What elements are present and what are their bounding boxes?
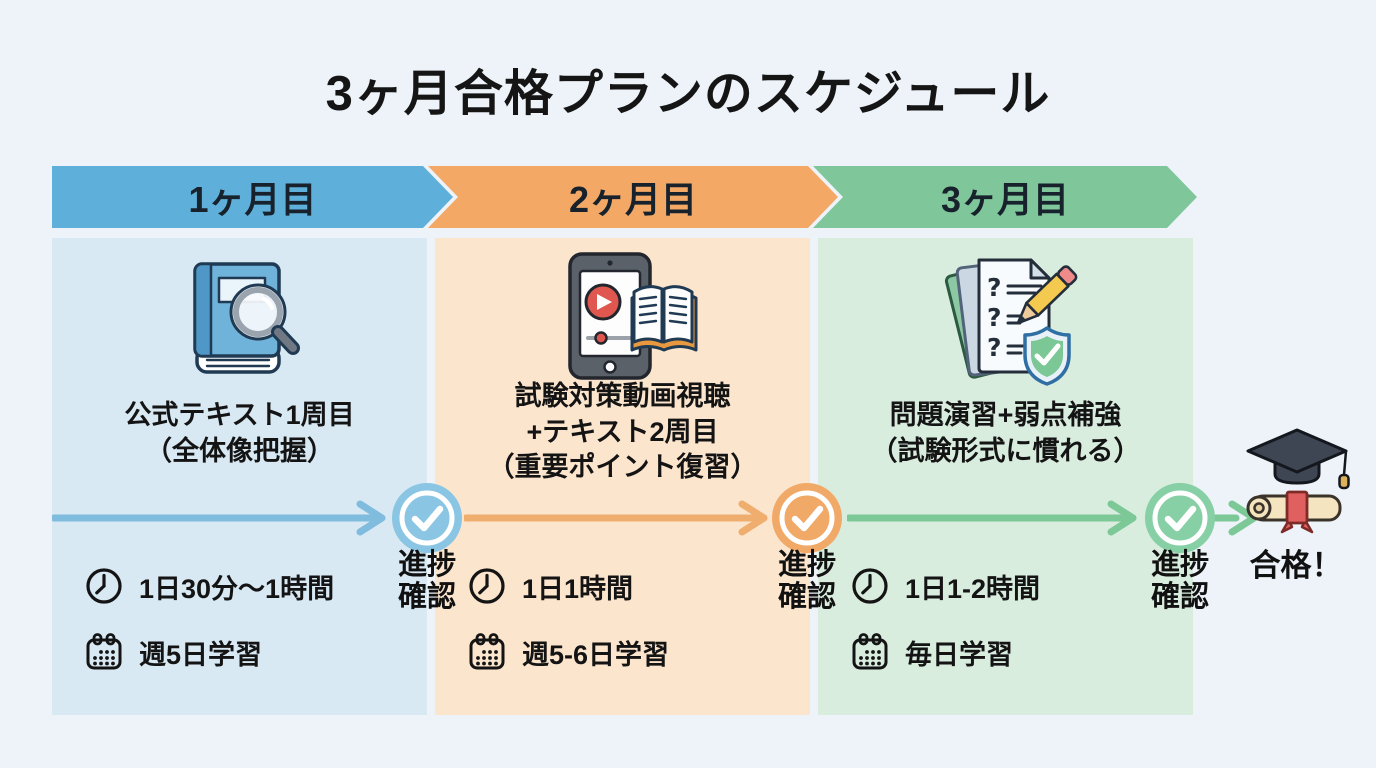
month3-study-frequency: 毎日学習 [850, 632, 1013, 672]
checkpoint2-badge [772, 483, 842, 553]
month2-timeline-arrow [464, 500, 768, 536]
clock-icon [84, 566, 124, 606]
checkpoint3-label: 進捗 確認 [1150, 549, 1209, 614]
goal-label: 合格！ [1249, 548, 1343, 583]
month3-daily-time: 1日1-2時間 [850, 566, 1040, 606]
checkpoint2-label: 進捗 確認 [777, 549, 836, 614]
calendar-icon [850, 632, 890, 672]
month3-header: 3ヶ月目 [813, 166, 1197, 228]
practice-papers-pencil-shield-icon: ? ? ? [818, 252, 1193, 388]
month2-description: 試験対策動画視聴 +テキスト2周目 （重要ポイント復習） [487, 381, 758, 483]
page-title: 3ヶ月合格プランのスケジュール [325, 67, 1051, 121]
textbook-magnifier-icon [52, 252, 427, 384]
month2-header: 2ヶ月目 [428, 166, 838, 228]
month1-header: 1ヶ月目 [52, 166, 453, 228]
svg-text:?: ? [987, 333, 1002, 362]
month1-description: 公式テキスト1周目 （全体像把握） [124, 400, 355, 466]
checkpoint1-badge [392, 483, 462, 553]
svg-text:?: ? [987, 303, 1002, 332]
month3-panel: ? ? ? [818, 238, 1193, 715]
calendar-icon [84, 632, 124, 672]
month3-timeline-arrow [847, 500, 1137, 536]
month1-study-frequency: 週5日学習 [84, 632, 262, 672]
month2-header-label: 2ヶ月目 [568, 179, 698, 220]
calendar-icon [467, 632, 507, 672]
month1-daily-time: 1日30分〜1時間 [84, 566, 334, 606]
checkpoint1-label: 進捗 確認 [397, 549, 456, 614]
month1-timeline-arrow [52, 500, 386, 536]
month2-panel: 試験対策動画視聴 +テキスト2周目 （重要ポイント復習） 1日1時間 週5-6日… [435, 238, 810, 715]
month3-header-label: 3ヶ月目 [940, 179, 1070, 220]
month2-study-frequency: 週5-6日学習 [467, 632, 669, 672]
svg-text:?: ? [987, 273, 1002, 302]
tablet-video-book-icon [435, 252, 810, 380]
month2-daily-time: 1日1時間 [467, 566, 633, 606]
graduation-cap-diploma-icon [1246, 428, 1350, 534]
checkpoint3-badge [1145, 483, 1215, 553]
month1-header-label: 1ヶ月目 [188, 179, 317, 220]
month3-description: 問題演習+弱点補強 （試験形式に慣れる） [870, 400, 1141, 466]
month1-panel: 公式テキスト1周目 （全体像把握） 1日30分〜1時間 週5日学習 [52, 238, 427, 715]
